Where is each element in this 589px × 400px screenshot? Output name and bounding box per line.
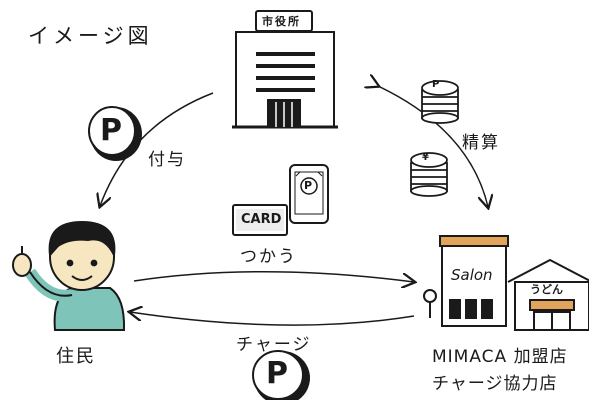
- yen-coin-stack-icon: [410, 152, 448, 197]
- charge-arrow: [130, 312, 415, 326]
- salon-building: [423, 235, 509, 327]
- store-label-line2: チャージ協力店: [432, 374, 558, 394]
- smartphone-icon: [289, 164, 329, 224]
- resident-person: [12, 220, 126, 331]
- udon-shop-building: [507, 258, 589, 331]
- card-icon: [232, 204, 288, 236]
- salon-sign: Salon: [451, 266, 493, 284]
- point-coin-symbol: P: [100, 113, 122, 148]
- grant-arrow: [100, 92, 214, 206]
- use-arrow: [133, 271, 414, 282]
- point-coin-icon: [88, 106, 142, 161]
- settle-label: 精算: [462, 133, 500, 153]
- store-label-line1: MIMACA 加盟店: [432, 347, 568, 367]
- city-hall-building: [232, 10, 338, 129]
- point-stack-symbol: P: [432, 79, 440, 90]
- yen-stack-symbol: ¥: [422, 152, 429, 163]
- use-label: つかう: [240, 247, 297, 267]
- udon-sign: うどん: [530, 283, 563, 296]
- card-label: CARD: [241, 212, 282, 227]
- resident-label: 住民: [56, 346, 96, 367]
- point-coin-stack-icon: [421, 80, 459, 124]
- charge-label: チャージ: [236, 335, 312, 355]
- grant-label: 付与: [148, 150, 186, 170]
- charge-point-coin-icon: [252, 350, 310, 400]
- settle-arrow: [378, 86, 488, 207]
- phone-point-symbol: P: [304, 179, 313, 192]
- diagram-title: イメージ図: [28, 24, 153, 48]
- city-hall-sign: 市役所: [262, 15, 301, 28]
- charge-point-symbol: P: [266, 356, 288, 391]
